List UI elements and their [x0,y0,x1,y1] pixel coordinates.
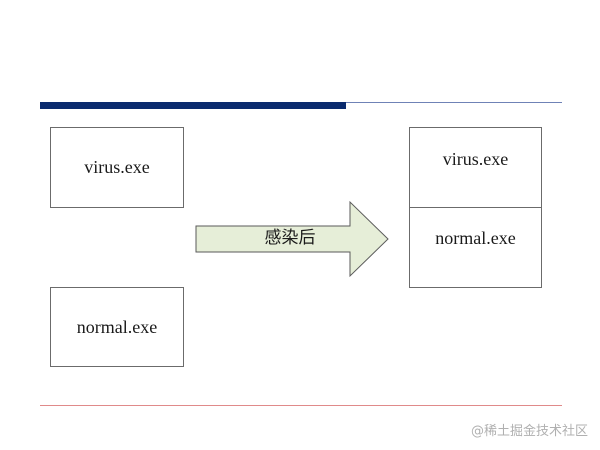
after-virus-label: virus.exe [442,148,509,169]
before-virus-box: virus.exe [50,127,184,208]
after-combined-box: virus.exe normal.exe [409,127,542,288]
before-virus-label: virus.exe [84,157,150,177]
header-line [346,102,562,103]
after-normal-section: normal.exe [410,208,541,269]
after-virus-section: virus.exe [410,128,541,190]
before-normal-box: normal.exe [50,287,184,367]
watermark: @稀土掘金技术社区 [470,424,588,439]
after-normal-label: normal.exe [435,228,516,248]
before-normal-label: normal.exe [76,316,158,337]
arrow-label: 感染后 [264,228,316,248]
footer-line [40,405,562,406]
header-bar [40,102,346,109]
after-divider [410,207,541,208]
infection-arrow [195,200,389,278]
infection-arrow-shape [195,200,389,278]
